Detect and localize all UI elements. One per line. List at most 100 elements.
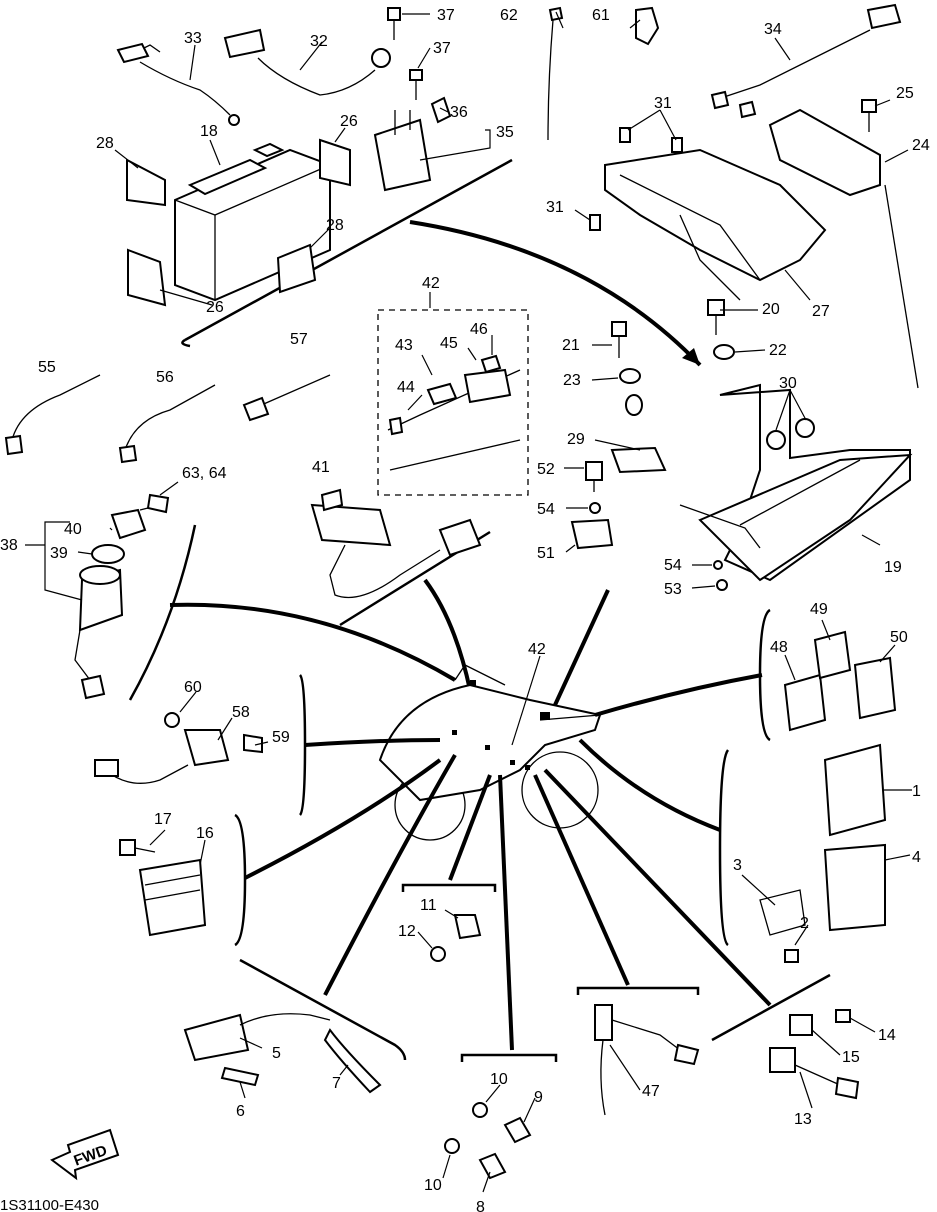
callout-16: 16 <box>196 825 214 842</box>
callout-2: 2 <box>800 915 809 932</box>
callout-21: 21 <box>562 337 580 354</box>
callout-31: 31 <box>546 199 564 216</box>
speed-sensor-group <box>711 973 860 1100</box>
callout-54: 54 <box>664 557 682 574</box>
battery-lead-minus <box>116 42 240 126</box>
callout-40: 40 <box>64 521 82 538</box>
motorcycle-silhouette <box>378 664 602 841</box>
callout-61: 61 <box>592 7 610 24</box>
battery-pad <box>126 138 351 307</box>
callout-15: 15 <box>842 1049 860 1066</box>
callout-42: 42 <box>528 641 546 658</box>
callout-33: 33 <box>184 30 202 47</box>
rectifier-group <box>119 813 247 947</box>
callout-24: 24 <box>912 137 930 154</box>
leader-lines <box>244 589 772 1051</box>
callout-11: 11 <box>420 897 437 914</box>
battery-band <box>768 108 919 389</box>
callout-3: 3 <box>733 857 742 874</box>
callout-37: 37 <box>437 7 455 24</box>
callout-52: 52 <box>537 461 555 478</box>
callout-30: 30 <box>779 375 797 392</box>
callout-9: 9 <box>534 1089 543 1106</box>
ecu-group <box>718 743 887 963</box>
battery-lead-plus <box>223 28 391 96</box>
callout-37: 37 <box>433 40 451 57</box>
callout-leaders <box>25 11 912 1193</box>
callout-4: 4 <box>912 849 921 866</box>
callout-18: 18 <box>200 123 218 140</box>
callout-10: 10 <box>490 1071 508 1088</box>
callout-45: 45 <box>440 335 458 352</box>
harness-sub <box>710 3 902 119</box>
callout-1: 1 <box>912 783 921 800</box>
callout-17: 17 <box>154 811 172 828</box>
diagram-code: 1S31100-E430 <box>0 1197 99 1212</box>
callout-31: 31 <box>654 95 672 112</box>
callout-20: 20 <box>762 301 780 318</box>
callout-28: 28 <box>96 135 114 152</box>
fwd-arrow-icon: FWD <box>50 1128 120 1181</box>
starter-relay <box>373 7 452 192</box>
callout-38: 38 <box>0 537 18 554</box>
callout-39: 39 <box>50 545 68 562</box>
battery-box <box>679 383 913 582</box>
fasteners-right <box>570 99 877 591</box>
neutral-switch-group <box>94 674 307 816</box>
callout-62: 62 <box>500 7 518 24</box>
relay-group <box>758 608 897 742</box>
fuse-group <box>377 309 529 496</box>
callout-22: 22 <box>769 342 787 359</box>
callout-5: 5 <box>272 1045 281 1062</box>
callout-43: 43 <box>395 337 413 354</box>
callout-10: 10 <box>424 1177 442 1194</box>
thermo-group <box>401 883 497 962</box>
callout-47: 47 <box>642 1083 660 1100</box>
callout-46: 46 <box>470 321 488 338</box>
callout-54: 54 <box>537 501 555 518</box>
battery-group <box>116 7 702 367</box>
callout-36: 36 <box>450 104 468 121</box>
callout-49: 49 <box>810 601 828 618</box>
battery-box-group <box>547 3 919 591</box>
callout-25: 25 <box>896 85 914 102</box>
callout-35: 35 <box>496 124 514 141</box>
callout-26: 26 <box>206 299 224 316</box>
callout-29: 29 <box>567 431 585 448</box>
cable-ties-left <box>4 374 331 464</box>
callout-56: 56 <box>156 369 174 386</box>
callout-19: 19 <box>884 559 902 576</box>
callout-27: 27 <box>812 303 830 320</box>
callout-26: 26 <box>340 113 358 130</box>
battery-bracket <box>604 148 827 301</box>
callout-12: 12 <box>398 923 416 940</box>
callouts: 37 37 36 35 32 33 18 28 26 28 26 62 61 3… <box>0 7 930 1212</box>
callout-51: 51 <box>537 545 555 562</box>
callout-55: 55 <box>38 359 56 376</box>
callout-60: 60 <box>184 679 202 696</box>
sidestand-switch-group <box>576 986 700 1116</box>
callout-44: 44 <box>397 379 415 396</box>
callout-34: 34 <box>764 21 782 38</box>
callout-53: 53 <box>664 581 682 598</box>
callout-28: 28 <box>326 217 344 234</box>
callout-50: 50 <box>890 629 908 646</box>
callout-8: 8 <box>476 1199 485 1212</box>
callout-63-64: 63, 64 <box>182 465 227 482</box>
callout-57: 57 <box>290 331 308 348</box>
callout-59: 59 <box>272 729 290 746</box>
cable-tie-top <box>547 6 660 141</box>
ignition-coil-group <box>183 958 407 1094</box>
callout-23: 23 <box>563 372 581 389</box>
callout-14: 14 <box>878 1027 896 1044</box>
callout-6: 6 <box>236 1103 245 1120</box>
rear-light-group <box>310 488 491 691</box>
callout-13: 13 <box>794 1111 812 1128</box>
callout-42: 42 <box>422 275 440 292</box>
callout-48: 48 <box>770 639 788 656</box>
callout-7: 7 <box>332 1075 341 1092</box>
callout-32: 32 <box>310 33 328 50</box>
switch-plugs-group <box>444 1053 558 1180</box>
